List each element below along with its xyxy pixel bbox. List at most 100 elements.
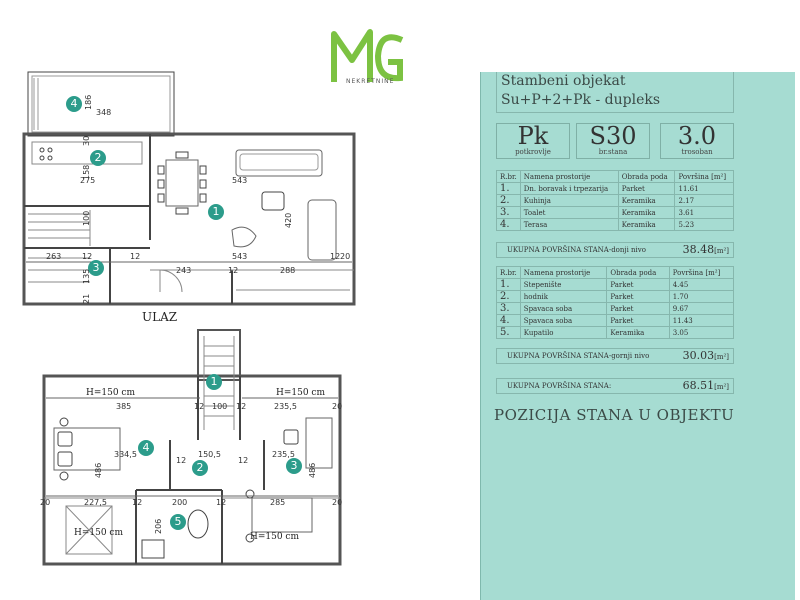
room-number: 5 (170, 514, 186, 530)
cell-area: 3.61 (674, 206, 734, 219)
ground-floor-walls (22, 132, 356, 306)
cell-floor: Keramika (606, 326, 670, 339)
cell-rb: 4. (496, 314, 521, 327)
dimension: 235,5 (274, 402, 297, 411)
dimension: 263 (46, 252, 62, 261)
dimension: 12 (194, 402, 205, 411)
box-rooms-label: trosoban (681, 148, 713, 156)
cell-floor: Parket (606, 302, 670, 315)
col-floor: Obrada poda (606, 266, 670, 279)
upper-total-unit: [m²] (714, 353, 729, 361)
cell-rb: 4. (496, 218, 521, 231)
upper-total-label: UKUPNA POVRŠINA STANA-gornji nivo (507, 352, 650, 360)
cell-rb: 1. (496, 182, 521, 195)
building-floors: Su+P+2+Pk - dupleks (501, 92, 661, 108)
dimension: 288 (280, 266, 296, 275)
dimension: 12 (176, 456, 187, 465)
cell-name: Dn. boravak i trpezarija (519, 182, 619, 195)
dimension: 20 (40, 498, 51, 507)
cell-area: 4.45 (668, 278, 735, 291)
height-label: H=150 cm (276, 388, 326, 398)
cell-name: Kupatilo (519, 326, 608, 339)
upper-floor-walls (42, 374, 342, 566)
grand-total-unit: [m²] (714, 383, 729, 391)
room-number: 4 (138, 440, 154, 456)
dimension: 100 (82, 210, 91, 226)
room-number: 3 (88, 260, 104, 276)
building-header: Stambeni objekat Su+P+2+Pk - dupleks (496, 72, 734, 113)
dimension: 21 (82, 293, 91, 304)
dimension: 227,5 (84, 498, 107, 507)
room-number: 3 (286, 458, 302, 474)
cell-rb: 3. (496, 206, 521, 219)
cell-floor: Keramika (617, 218, 676, 231)
grand-total-label: UKUPNA POVRŠINA STANA: (507, 382, 612, 390)
grand-total: UKUPNA POVRŠINA STANA: 68.51[m²] (496, 378, 734, 394)
dimension: 200 (172, 498, 188, 507)
dimension: 486 (94, 462, 103, 478)
room-number: 1 (206, 374, 222, 390)
box-level: Pk potkrovlje (496, 123, 570, 159)
dimension: 12 (216, 498, 227, 507)
lower-total-label: UKUPNA POVRŠINA STANA-donji nivo (507, 246, 646, 254)
dimension: 135 (82, 268, 91, 284)
cell-floor: Keramika (617, 194, 676, 207)
dimension: 243 (176, 266, 192, 275)
dimension: 12 (330, 252, 341, 261)
room-number: 2 (192, 460, 208, 476)
dimension: 186 (84, 94, 93, 110)
cell-rb: 2. (496, 290, 521, 303)
col-floor: Obrada poda (617, 170, 676, 183)
cell-floor: Parket (606, 278, 670, 291)
cell-area: 3.05 (668, 326, 735, 339)
box-rooms-value: 3.0 (677, 122, 717, 150)
height-label: H=150 cm (86, 388, 136, 398)
upper-total-value: 30.03 (682, 349, 715, 362)
dimension: 12 (236, 402, 247, 411)
dimension: 486 (308, 462, 317, 478)
cell-floor: Parket (617, 182, 676, 195)
cell-area: 11.61 (674, 182, 734, 195)
cell-floor: Parket (606, 314, 670, 327)
lower-total: UKUPNA POVRŠINA STANA-donji nivo 38.48[m… (496, 242, 734, 258)
col-area: Površina [m²] (674, 170, 734, 183)
dimension: 285 (270, 498, 286, 507)
dimension: 30 (82, 135, 91, 146)
dimension: 12 (238, 456, 249, 465)
dimension: 12 (228, 266, 239, 275)
box-unit: S30 br.stana (576, 123, 650, 159)
dimension: 235,5 (272, 450, 295, 459)
dimension: 20 (332, 498, 343, 507)
room-number: 4 (66, 96, 82, 112)
cell-area: 2.17 (674, 194, 734, 207)
box-level-label: potkrovlje (515, 148, 551, 156)
logo-subtitle: NEKRETNINE (346, 78, 395, 85)
box-level-value: Pk (517, 122, 549, 150)
dimension: 12 (82, 252, 93, 261)
col-rb: R.br. (496, 170, 521, 183)
lower-total-value: 38.48 (682, 243, 715, 256)
cell-rb: 1. (496, 278, 521, 291)
cell-area: 5.23 (674, 218, 734, 231)
dimension: 420 (284, 212, 293, 228)
upper-level-table: R.br. Namena prostorije Obrada poda Povr… (496, 266, 735, 339)
upper-total: UKUPNA POVRŠINA STANA-gornji nivo 30.03[… (496, 348, 734, 364)
cell-area: 1.70 (668, 290, 735, 303)
dimension: 12 (130, 252, 141, 261)
cell-name: Spavaca soba (519, 302, 608, 315)
cell-name: Terasa (519, 218, 619, 231)
grand-total-value: 68.51 (682, 379, 715, 392)
box-rooms: 3.0 trosoban (660, 123, 734, 159)
cell-name: Stepenište (519, 278, 608, 291)
table-header-row: R.br. Namena prostorije Obrada poda Povr… (496, 170, 734, 183)
cell-name: Kuhinja (519, 194, 619, 207)
building-type: Stambeni objekat (501, 73, 626, 89)
cell-rb: 3. (496, 302, 521, 315)
